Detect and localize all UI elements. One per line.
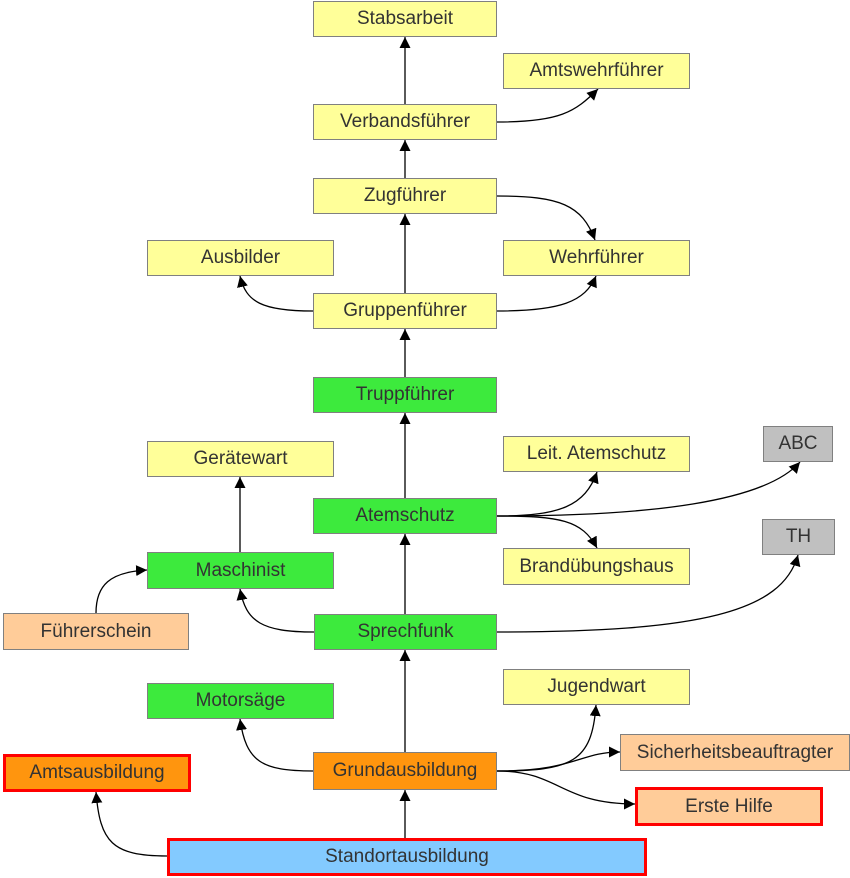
node-truppfuehrer: Truppführer: [313, 377, 497, 413]
node-fuehrerschein: Führerschein: [3, 613, 189, 650]
node-amtswehrfuehrer: Amtswehrführer: [503, 53, 690, 89]
node-atemschutz: Atemschutz: [313, 498, 497, 534]
edge-grundausbildung-to-motorsaege: [236, 718, 314, 772]
edge-sprechfunk-to-th: [496, 554, 801, 633]
edge-grundausbildung-to-erste_hilfe: [496, 770, 636, 810]
node-label: Truppführer: [355, 384, 455, 405]
node-label: Gruppenführer: [343, 300, 467, 321]
node-label: Atemschutz: [355, 505, 455, 526]
node-label: Zugführer: [363, 185, 447, 206]
edge-grundausbildung-to-sicherheitsbeauftragter: [496, 746, 621, 772]
node-label: Brandübungshaus: [519, 555, 674, 577]
edge-fuehrerschein-to-maschinist: [95, 565, 148, 614]
node-label: Gerätewart: [193, 448, 288, 469]
node-label: Standortausbildung: [325, 846, 489, 867]
node-label: Amtswehrführer: [529, 60, 664, 81]
node-wehrfuehrer: Wehrführer: [503, 240, 690, 276]
node-label: Motorsäge: [195, 690, 286, 711]
node-label: Erste Hilfe: [685, 795, 773, 817]
node-label: Verbandsführer: [340, 111, 470, 132]
node-label: TH: [785, 526, 812, 547]
node-zugfuehrer: Zugführer: [313, 178, 497, 214]
node-sicherheitsbeauftragter: Sicherheitsbeauftragter: [620, 734, 850, 771]
node-geraetewart: Gerätewart: [147, 441, 334, 477]
node-amtsausbildung: Amtsausbildung: [3, 754, 191, 792]
edge-verbandsfuehrer-to-amtswehrfuehrer: [496, 88, 599, 123]
node-label: Leit. Atemschutz: [526, 443, 667, 464]
node-label: Ausbilder: [200, 247, 281, 268]
edge-gruppenfuehrer-to-ausbilder: [237, 275, 314, 312]
node-motorsaege: Motorsäge: [147, 683, 334, 719]
node-abc: ABC: [763, 426, 833, 462]
node-ausbilder: Ausbilder: [147, 240, 334, 276]
node-stabsarbeit: Stabsarbeit: [313, 1, 497, 37]
node-standortausbildung: Standortausbildung: [167, 838, 647, 876]
node-leit-atemschutz: Leit. Atemschutz: [503, 436, 690, 472]
edge-standortausbildung-to-amtsausbildung: [91, 791, 168, 857]
edge-grundausbildung-to-jugendwart: [496, 704, 601, 772]
node-label: ABC: [778, 433, 818, 454]
edge-atemschutz-to-brandubungshaus: [496, 515, 598, 549]
edge-gruppenfuehrer-to-wehrfuehrer: [496, 275, 597, 312]
node-label: Jugendwart: [547, 676, 646, 697]
node-verbandsfuehrer: Verbandsführer: [313, 104, 497, 140]
edge-atemschutz-to-leit_atemschutz: [496, 471, 599, 517]
edge-sprechfunk-to-maschinist: [236, 588, 315, 633]
edge-atemschutz-to-abc: [496, 461, 801, 517]
node-label: Sicherheitsbeauftragter: [636, 741, 834, 763]
node-label: Grundausbildung: [332, 760, 478, 781]
node-th: TH: [762, 519, 835, 555]
edge-zugfuehrer-to-wehrfuehrer: [496, 195, 597, 241]
node-jugendwart: Jugendwart: [503, 669, 690, 705]
node-grundausbildung: Grundausbildung: [313, 752, 497, 790]
node-label: Amtsausbildung: [29, 762, 165, 783]
node-sprechfunk: Sprechfunk: [314, 614, 497, 650]
node-gruppenfuehrer: Gruppenführer: [313, 293, 497, 329]
node-label: Sprechfunk: [357, 621, 454, 642]
node-label: Wehrführer: [549, 247, 644, 268]
node-label: Maschinist: [195, 559, 286, 581]
node-label: Stabsarbeit: [356, 8, 454, 29]
node-maschinist: Maschinist: [147, 552, 334, 589]
node-label: Führerschein: [40, 620, 152, 642]
node-erste-hilfe: Erste Hilfe: [635, 787, 823, 826]
node-brandubungshaus: Brandübungshaus: [503, 548, 690, 585]
